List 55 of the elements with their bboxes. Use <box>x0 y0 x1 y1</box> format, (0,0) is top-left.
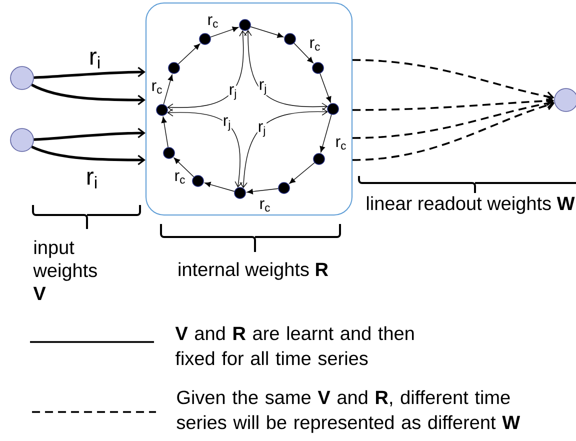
edge-label: r$_{c}$ <box>334 138 348 150</box>
arrow <box>210 26 239 38</box>
legend-text: Given the same V and R, different time series will be represented as different W <box>176 390 520 433</box>
weights-label: internal weights R <box>178 262 328 280</box>
edge-label: r$_{j}$ <box>222 116 232 132</box>
arrow <box>31 84 146 106</box>
arrow <box>34 128 146 141</box>
edge-label: r$_{j}$ <box>257 122 267 138</box>
arrow <box>161 116 168 148</box>
edge-label: r$_{j}$ <box>258 80 268 96</box>
dashed-arrow <box>352 100 555 161</box>
edge-label: r$_{c}$ <box>174 172 186 184</box>
reservoir-box <box>146 2 352 216</box>
unit-circle <box>554 88 576 112</box>
arrow <box>167 108 242 188</box>
unit-circle <box>10 128 34 152</box>
edge-label: r$_{c}$ <box>150 82 164 94</box>
neuron-dot <box>312 62 324 74</box>
neuron-dot <box>168 62 180 74</box>
neuron-dot <box>199 33 211 45</box>
neuron-dot <box>239 19 251 31</box>
neuron-dot <box>163 147 175 159</box>
neuron-dot <box>278 182 290 194</box>
arrow <box>289 162 315 184</box>
legend-text: V and R are learnt and then fixed for all time series <box>175 326 414 366</box>
arrow <box>320 73 332 103</box>
edge-label: r$_{c}$ <box>308 38 322 52</box>
arrow <box>178 44 200 64</box>
arrow <box>320 114 332 152</box>
edge-label: r$_{i}$ <box>88 51 102 69</box>
unit-circle <box>10 66 34 90</box>
arrow <box>294 42 314 64</box>
edge-label: r$_{i}$ <box>85 171 99 189</box>
edge-label: r$_{c}$ <box>258 200 272 212</box>
dashed-arrow <box>352 98 554 139</box>
arrow <box>31 146 146 166</box>
weights-label: linear readout weights W <box>366 196 575 214</box>
arrow <box>163 74 174 105</box>
arrow <box>246 188 278 194</box>
neuron-dot <box>284 33 296 45</box>
dashed-arrow <box>352 59 554 102</box>
arrow <box>204 182 235 192</box>
neuron-dot <box>313 153 325 165</box>
weights-label: input weights V <box>33 240 97 300</box>
edge-label: r$_{c}$ <box>206 16 220 28</box>
arrow <box>250 26 284 38</box>
arrow <box>240 108 328 188</box>
neuron-dot <box>192 175 204 187</box>
arrow <box>167 30 247 112</box>
dashed-arrow <box>352 96 554 111</box>
arrow <box>244 30 328 110</box>
arrow <box>34 66 146 79</box>
neuron-dot <box>327 103 339 115</box>
arrow <box>174 158 194 178</box>
edge-label: r$_{j}$ <box>228 86 238 100</box>
